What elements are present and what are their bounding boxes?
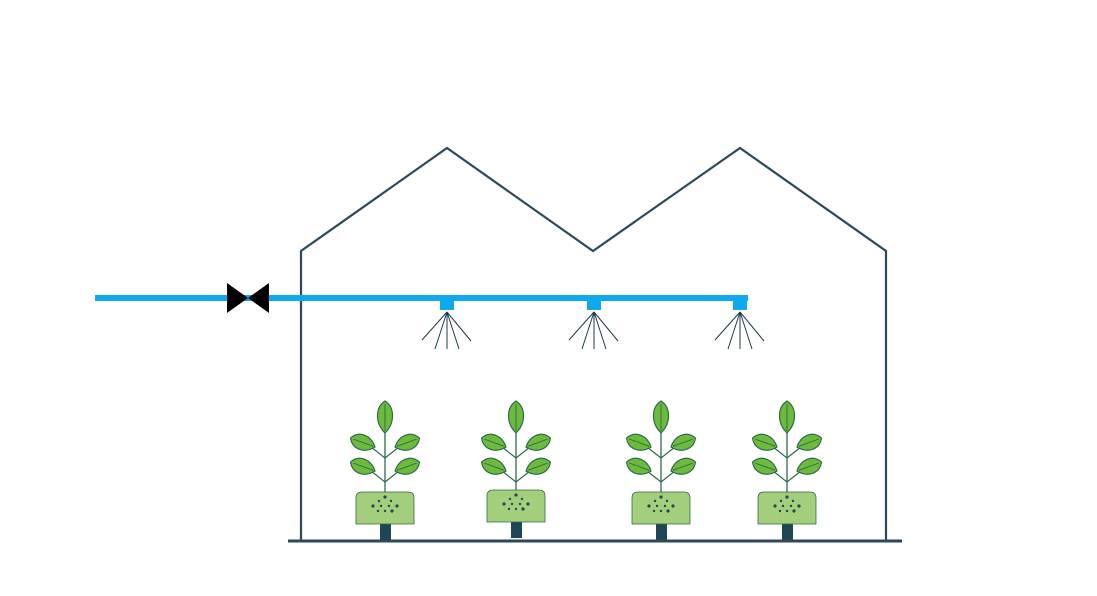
- greenhouse-outline: [299, 146, 888, 541]
- valve-icon[interactable]: [227, 283, 269, 313]
- sprinkler-nozzle-icon: [714, 298, 765, 350]
- potted-plant-icon: [480, 400, 552, 538]
- sprinkler-nozzle-icon: [421, 298, 472, 350]
- sprinkler-nozzle-icon: [568, 298, 619, 350]
- potted-plant-icon: [625, 400, 697, 540]
- potted-plant-icon: [751, 400, 823, 540]
- plants: [349, 400, 823, 540]
- sprinkler-nozzles: [421, 298, 765, 350]
- potted-plant-icon: [349, 400, 421, 540]
